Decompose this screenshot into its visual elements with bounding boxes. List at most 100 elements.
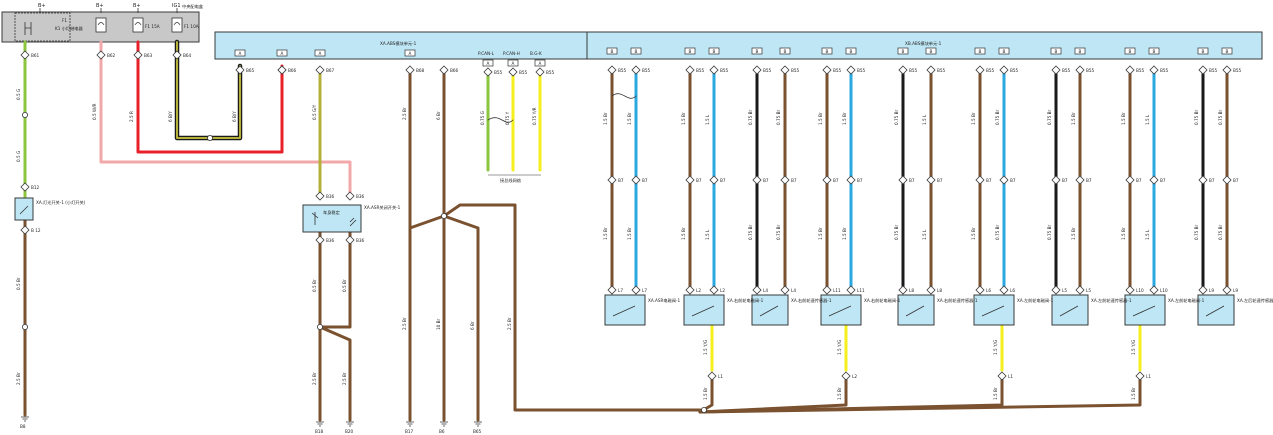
- esp-pin-1-0-text: B: [689, 49, 692, 54]
- ground-b6-label: B6: [439, 429, 445, 434]
- sensor-wire-label-bot2-7: 1.5 L: [1145, 229, 1150, 240]
- sensor-bot-conn-8-0-label: L9: [1209, 288, 1214, 293]
- sensor-wire-label-top2-5: 0.75 Br: [995, 109, 1000, 125]
- sensor-wire-label-bot2-1: 1.5 L: [705, 229, 710, 240]
- sensor-symbol-8: [1205, 305, 1225, 317]
- sensor-bot-conn-6-1: [1075, 285, 1085, 295]
- esp-conn-4-0: [898, 65, 908, 75]
- conn-b63-label: B63: [144, 53, 153, 58]
- sensor-wire-label-top2-2: 0.75 Br: [776, 109, 781, 125]
- sensor-bot-conn-8-0: [1198, 285, 1208, 295]
- wire-label-main-5: 6 Br: [470, 321, 475, 330]
- can-wire-label-0: 0.75 G: [480, 111, 485, 125]
- esp-pin-0-0: [606, 47, 618, 55]
- yg-conn-2: [997, 371, 1007, 381]
- fuse2-label: F1 10A: [184, 24, 199, 29]
- sensor-name-8: XA.左后轮速传感器-1: [1237, 297, 1273, 304]
- central-fuse-box: F1 K1 小灯继电器 B+ B+ B+ IG1 中央配电盒 F1 15A F1…: [1, 3, 204, 43]
- sensor-mid-conn-3-1-label: B7: [857, 178, 863, 183]
- sensor-wire-label-top2-1: 1.5 L: [705, 114, 710, 125]
- can-conn-2-label: B55: [546, 70, 555, 75]
- conn-b12-bottom-label: B 12: [31, 228, 41, 233]
- sensor-bot-conn-3-0-label: L11: [833, 288, 841, 293]
- splice-bus: [701, 406, 708, 413]
- sensor-mid-conn-2-0: [752, 175, 762, 185]
- esp-pin-6-0-text: B: [1055, 49, 1058, 54]
- esp-conn-2-1: [780, 65, 790, 75]
- esp-conn-6-1: [1075, 65, 1085, 75]
- sensor-wire-label-bot2-4: 1.5 L: [922, 229, 927, 240]
- conn-b64: [172, 50, 182, 60]
- sensor-bot-conn-5-0-label: L6: [986, 288, 991, 293]
- sensor-bot-conn-4-1-label: L8: [937, 288, 942, 293]
- sensor-wire-label-top2-4: 1.5 L: [922, 114, 927, 125]
- sensor-mid-conn-6-1-label: B7: [1086, 178, 1092, 183]
- conn-b64-label: B64: [183, 53, 192, 58]
- abs-conn-b66b-label: B66: [450, 68, 459, 73]
- wire-label-green-top: 0.5 G: [16, 89, 21, 100]
- fuse1-label: F1 15A: [145, 24, 160, 29]
- sensor-mid-conn-4-0: [898, 175, 908, 185]
- abs-conn-3: [405, 65, 415, 75]
- sensor-bot-conn-7-0-label: L10: [1136, 288, 1144, 293]
- esp-pin-7-0-text: B: [1129, 49, 1132, 54]
- sensor-wire-label-top-3: 1.5 Br: [818, 112, 823, 125]
- sensor-mid-conn-5-0-label: B7: [986, 178, 992, 183]
- sensor-mid-conn-1-1: [709, 175, 719, 185]
- asr-brown-ground-2: [318, 325, 352, 422]
- esp-pin-4-1-text: B: [930, 49, 933, 54]
- sensor-mid-conn-4-1: [926, 175, 936, 185]
- esp-conn-0-0: [607, 65, 617, 75]
- sensor-wire-label-bot-5: 1.5 Br: [971, 227, 976, 240]
- can-pin-1: [507, 59, 519, 67]
- esp-pin-1-0: [684, 47, 696, 55]
- olive-wire-inner-2: [209, 65, 241, 139]
- esp-conn-3-0: [822, 65, 832, 75]
- esp-pin-6-1: [1074, 47, 1086, 55]
- yg-conn-2-label: L1: [1008, 374, 1013, 379]
- sensor-bot-conn-0-0: [607, 285, 617, 295]
- ground-b20-label: B20: [345, 429, 354, 434]
- sensor-mid-conn-6-0-label: B7: [1062, 178, 1068, 183]
- black-wire-outer-2: [207, 63, 243, 141]
- abs-pin-2: [314, 49, 326, 57]
- can-pin-2: [534, 59, 546, 67]
- sensor-bot-conn-1-0: [685, 285, 695, 295]
- can-conn-2: [535, 67, 545, 77]
- wire-label-main-6: 2.5 Br: [507, 317, 512, 330]
- conn-b12-top-label: B12: [31, 185, 40, 190]
- sensor-mid-conn-4-1-label: B7: [937, 178, 943, 183]
- sensor-wire-label-top2-7: 1.5 L: [1145, 114, 1150, 125]
- ground-b18: [316, 421, 324, 427]
- sensor-bot-conn-2-0-label: L4: [763, 288, 768, 293]
- sensor-bot-conn-7-1-label: L10: [1160, 288, 1168, 293]
- sensor-wire-label-bot2-3: 1.5 Br: [842, 227, 847, 240]
- sensor-mid-conn-7-1-label: B7: [1160, 178, 1166, 183]
- sensor-mid-conn-2-1: [780, 175, 790, 185]
- light-switch-title: XA.灯光开关-1 (小灯开关): [36, 199, 86, 206]
- esp-conn-5-0: [975, 65, 985, 75]
- sensor-symbol-5: [981, 305, 1005, 317]
- sensor-bot-conn-1-0-label: L2: [696, 288, 701, 293]
- esp-module: XB.ABS模块单元-1: [586, 31, 1263, 60]
- conn-b62-label: B62: [107, 53, 116, 58]
- esp-conn-3-1-label: B55: [857, 68, 866, 73]
- sensor-mid-conn-2-1-label: B7: [791, 178, 797, 183]
- esp-pin-4-0-text: B: [902, 49, 905, 54]
- wire-label-red: 2.5 R: [129, 111, 134, 122]
- wire-label-asr-b3: 2.5 Br: [312, 372, 317, 385]
- sensor-wire-label-bot-6: 0.75 Br: [1047, 224, 1052, 240]
- sensor-wire-label-top2-8: 0.75 Br: [1218, 109, 1223, 125]
- abs-pin-2-text: A: [319, 51, 322, 56]
- sensor-wire-label-bot-8: 0.75 Br: [1194, 224, 1199, 240]
- esp-conn-6-0: [1051, 65, 1061, 75]
- sensor-wire-label-bot2-0: 1.5 Br: [627, 227, 632, 240]
- wire-label-main-3: 2.5 Br: [402, 317, 407, 330]
- esp-conn-5-1-label: B55: [1010, 68, 1019, 73]
- sensor-bot-conn-5-0: [975, 285, 985, 295]
- pink-wire-asr: [99, 40, 352, 197]
- sensor-wire-label-bot-1: 1.5 Br: [681, 227, 686, 240]
- sensor-wire-label-top-1: 1.5 Br: [681, 112, 686, 125]
- sensor-box-3: [820, 294, 862, 326]
- can-twist: [487, 117, 514, 123]
